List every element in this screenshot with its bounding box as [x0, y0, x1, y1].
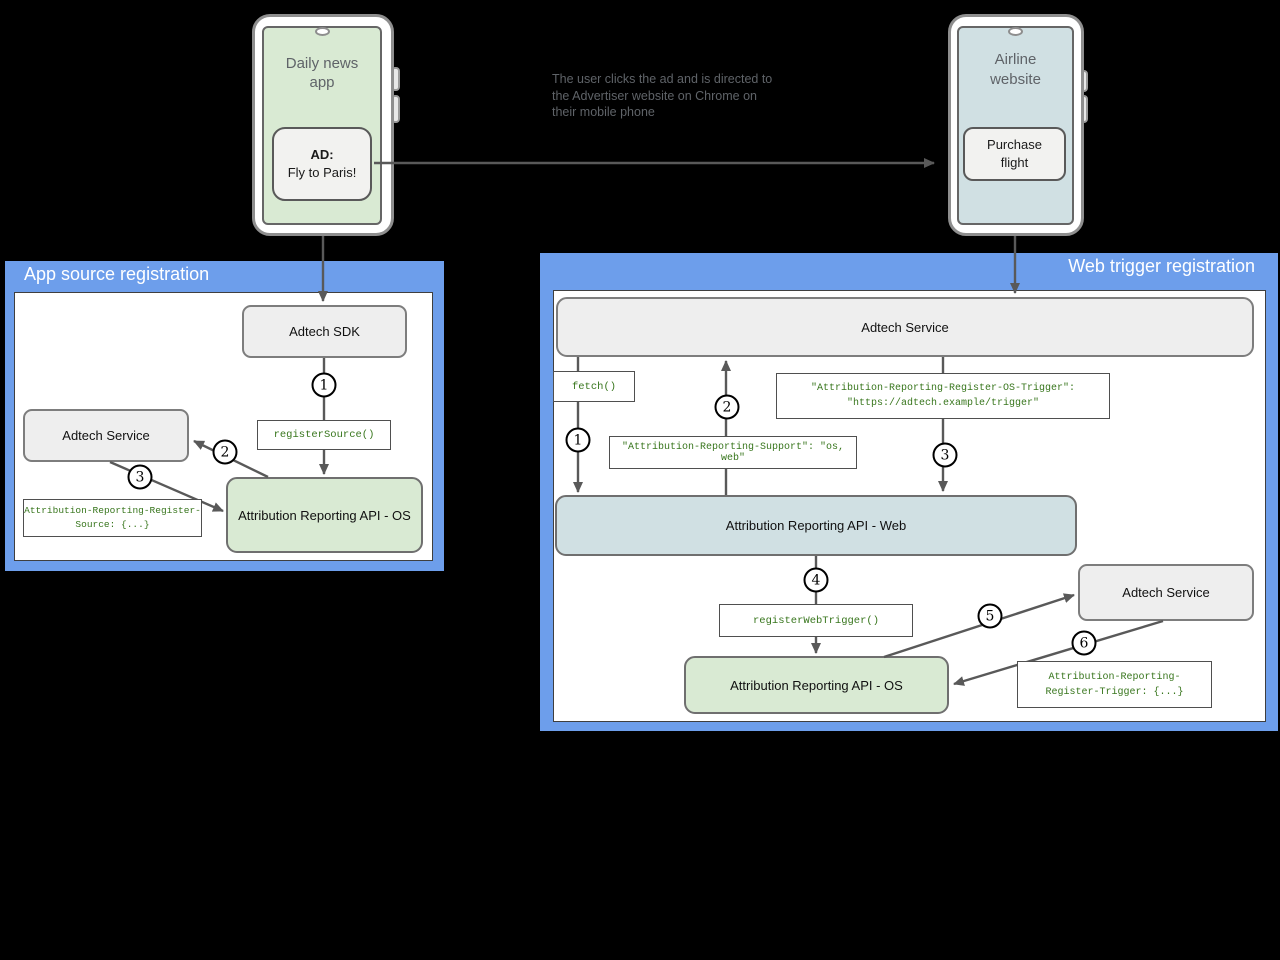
step-1-badge-app: 1: [311, 372, 337, 398]
api-os-box-right: Attribution Reporting API - OS: [684, 656, 949, 714]
left-phone-app-title: Daily news app: [285, 55, 359, 91]
step-2-badge-app: 2: [212, 439, 238, 465]
adtech-service-box-top: Adtech Service: [556, 297, 1254, 357]
adtech-sdk-box: Adtech SDK: [242, 305, 407, 358]
os-trigger-header-box: "Attribution-Reporting-Register-OS-Trigg…: [776, 373, 1110, 419]
support-header-box: "Attribution-Reporting-Support": "os, we…: [609, 436, 857, 469]
right-phone-site-title: Airline website: [990, 51, 1041, 88]
left-phone-camera-icon: [315, 27, 330, 36]
user-flow-annotation: The user clicks the ad and is directed t…: [552, 72, 773, 119]
ad-text: Fly to Paris!: [287, 165, 357, 180]
step-3-badge-web: 3: [932, 442, 958, 468]
purchase-flight-box: Purchase flight: [963, 127, 1066, 181]
step-1-badge-web: 1: [565, 427, 591, 453]
register-web-trigger-code-box: registerWebTrigger(): [719, 604, 913, 637]
right-phone-screen: [957, 26, 1074, 225]
step-6-badge-web: 6: [1071, 630, 1097, 656]
step-3-badge-app: 3: [127, 464, 153, 490]
right-phone-camera-icon: [1008, 27, 1023, 36]
step-5-badge-web: 5: [977, 603, 1003, 629]
connector-apios-to-service-right: [883, 593, 1075, 659]
step-2-badge-web: 2: [714, 394, 740, 420]
step-4-badge-web: 4: [803, 567, 829, 593]
ad-box: AD: Fly to Paris!: [272, 127, 372, 201]
adtech-service-box-right: Adtech Service: [1078, 564, 1254, 621]
register-source-code-box: registerSource(): [257, 420, 391, 450]
register-source-header-box: Attribution-Reporting-Register- Source: …: [23, 499, 202, 537]
api-os-box-left: Attribution Reporting API - OS: [226, 477, 423, 553]
ad-label: AD:: [310, 147, 334, 162]
fetch-code-box: fetch(): [553, 371, 635, 402]
connector-service-right-to-apios: [953, 619, 1164, 686]
register-trigger-header-box: Attribution-Reporting- Register-Trigger:…: [1017, 661, 1212, 708]
web-trigger-panel-title: Web trigger registration: [1068, 256, 1255, 276]
app-source-panel-title: App source registration: [24, 264, 210, 284]
api-web-box: Attribution Reporting API - Web: [555, 495, 1077, 556]
adtech-service-box-left: Adtech Service: [23, 409, 189, 462]
